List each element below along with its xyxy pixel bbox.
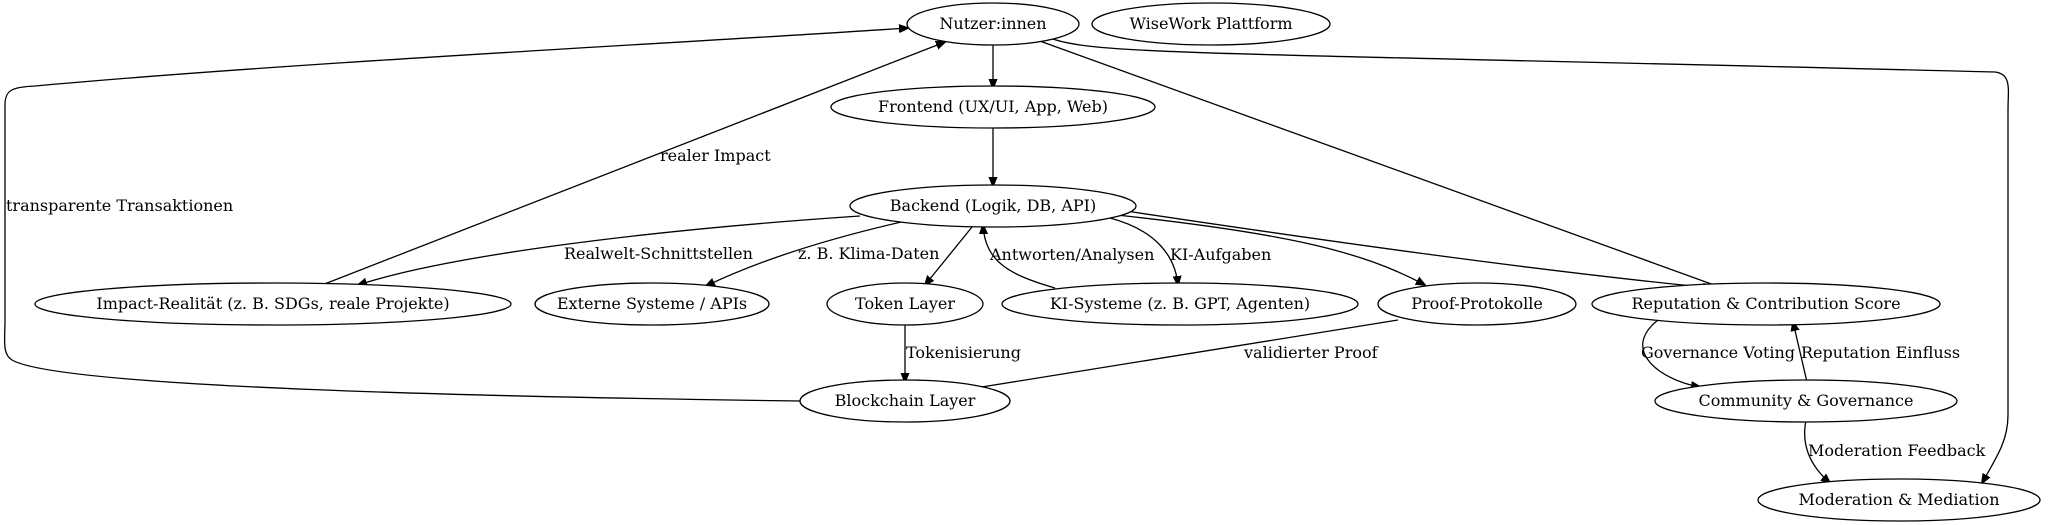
node-backend-label: Backend (Logik, DB, API) — [890, 196, 1096, 215]
node-platform[interactable]: WiseWork Plattform — [1091, 2, 1331, 46]
edge-label-transparent-transactions: transparente Transaktionen — [6, 196, 233, 215]
node-token-label: Token Layer — [855, 294, 955, 313]
node-users[interactable]: Nutzer:innen — [906, 2, 1080, 46]
edge-users-reputation — [1036, 39, 1728, 290]
edge-community-moderation — [1804, 419, 1830, 483]
node-ai-label: KI-Systeme (z. B. GPT, Agenten) — [1050, 294, 1310, 313]
node-impact[interactable]: Impact-Realität (z. B. SDGs, reale Proje… — [34, 282, 512, 326]
edge-community-reputation — [1793, 322, 1808, 383]
edge-backend-proof — [1097, 212, 1425, 285]
edge-label-answers-analyses: Antworten/Analysen — [989, 245, 1154, 264]
node-proof-label: Proof-Protokolle — [1411, 294, 1543, 313]
edge-label-moderation-feedback: Moderation Feedback — [1808, 441, 1986, 460]
node-ai[interactable]: KI-Systeme (z. B. GPT, Agenten) — [1001, 282, 1359, 326]
node-external-label: Externe Systeme / APIs — [557, 294, 747, 313]
edge-backend-reputation — [1125, 210, 1712, 288]
edge-label-real-world-interfaces: Realwelt-Schnittstellen — [564, 244, 753, 263]
edge-label-reputation-influence: Reputation Einfluss — [1801, 343, 1960, 362]
edge-label-climate-data: z. B. Klima-Daten — [798, 244, 939, 263]
node-token[interactable]: Token Layer — [826, 282, 984, 326]
edge-blockchain-users — [3, 28, 908, 402]
edge-reputation-community — [1642, 319, 1700, 387]
edge-label-governance-voting: Governance Voting — [1641, 343, 1795, 362]
edge-label-validated-proof: validierter Proof — [1243, 343, 1379, 362]
node-platform-label: WiseWork Plattform — [1129, 14, 1292, 33]
node-external[interactable]: Externe Systeme / APIs — [534, 282, 770, 326]
node-moderation-label: Moderation & Mediation — [1798, 490, 1999, 509]
edge-backend-ai — [1109, 217, 1178, 285]
edge-backend-external — [706, 219, 911, 286]
node-reputation[interactable]: Reputation & Contribution Score — [1591, 282, 1941, 326]
node-backend[interactable]: Backend (Logik, DB, API) — [849, 184, 1137, 228]
node-community-label: Community & Governance — [1699, 391, 1914, 410]
edge-users-moderation — [1049, 37, 2010, 483]
node-impact-label: Impact-Realität (z. B. SDGs, reale Proje… — [96, 294, 449, 313]
node-frontend[interactable]: Frontend (UX/UI, App, Web) — [830, 85, 1156, 129]
edge-label-ai-tasks: KI-Aufgaben — [1170, 245, 1271, 264]
edge-proof-blockchain — [963, 319, 1399, 390]
node-proof[interactable]: Proof-Protokolle — [1377, 282, 1577, 326]
node-reputation-label: Reputation & Contribution Score — [1631, 294, 1900, 313]
node-blockchain-label: Blockchain Layer — [835, 391, 976, 410]
edge-impact-users — [321, 42, 945, 286]
edge-ai-backend — [983, 225, 1056, 289]
node-users-label: Nutzer:innen — [939, 14, 1046, 33]
node-community[interactable]: Community & Governance — [1654, 379, 1958, 423]
edge-label-tokenization: Tokenisierung — [906, 343, 1021, 362]
edge-backend-token — [925, 226, 973, 285]
edge-label-real-impact: realer Impact — [660, 146, 771, 165]
node-frontend-label: Frontend (UX/UI, App, Web) — [878, 97, 1108, 116]
node-moderation[interactable]: Moderation & Mediation — [1757, 478, 2041, 522]
node-blockchain[interactable]: Blockchain Layer — [799, 379, 1011, 423]
edge-backend-impact — [358, 215, 861, 285]
